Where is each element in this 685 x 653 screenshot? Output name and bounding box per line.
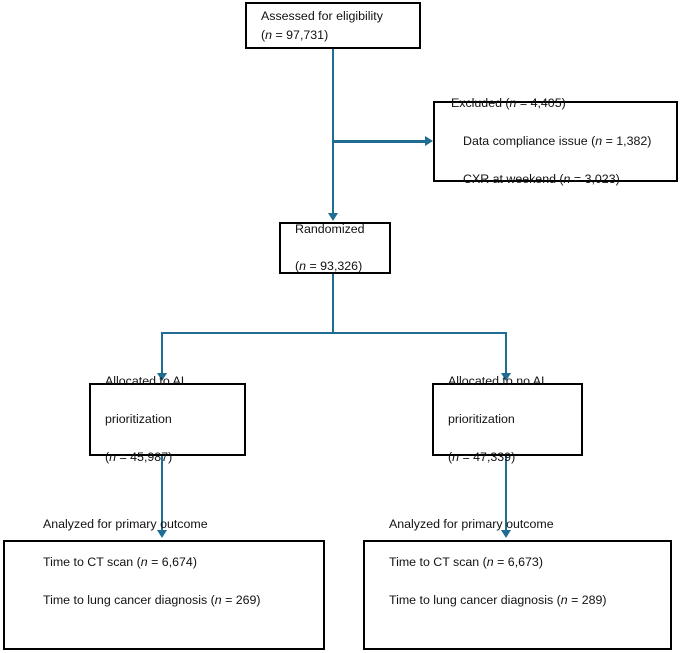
- outcome-ai-dx-label: Time to lung cancer diagnosis (: [43, 592, 215, 607]
- outcome-no-ai-dx-count: = 289): [567, 592, 607, 607]
- outcome-ai-dx-count: = 269): [221, 592, 261, 607]
- randomized-line-1: Randomized: [295, 221, 365, 236]
- allocated-no-ai-n-symbol: n: [452, 449, 460, 464]
- assessed-n-symbol: n: [265, 27, 273, 42]
- connector-assessed-to-randomized: [331, 49, 335, 214]
- outcome-ai-ct-n-symbol: n: [140, 554, 148, 569]
- node-randomized-text: Randomized (n = 93,326): [295, 201, 365, 295]
- arrowhead-to-allocated-ai: [156, 373, 167, 381]
- excluded-total-count: = 4,405): [516, 96, 566, 111]
- node-outcome-ai-text: Analyzed for primary outcome Time to CT …: [43, 496, 261, 653]
- allocated-no-ai-line-3: (n = 47,339): [448, 448, 544, 467]
- connector-split-to-allocated-ai: [160, 331, 164, 375]
- randomized-paren-open: (: [295, 259, 300, 274]
- allocated-no-ai-paren-open: (: [448, 449, 453, 464]
- outcome-no-ai-ct-count: = 6,673): [493, 554, 543, 569]
- outcome-ai-spacer: [43, 628, 261, 637]
- excluded-data-compliance-count: = 1,382): [602, 134, 652, 149]
- outcome-ai-line-ct: Time to CT scan (n = 6,674): [43, 553, 261, 572]
- node-allocated-to-ai-prioritization: Allocated to AI prioritization (n = 45,9…: [89, 374, 246, 464]
- excluded-n-symbol: n: [509, 96, 517, 111]
- node-excluded-text: Excluded (n = 4,405) Data compliance iss…: [451, 76, 651, 208]
- node-randomized: Randomized (n = 93,326): [279, 222, 391, 274]
- randomized-count: = 93,326): [306, 259, 363, 274]
- node-allocated-ai-text: Allocated to AI prioritization (n = 45,9…: [105, 354, 184, 486]
- excluded-cxr-weekend-count: = 3,023): [570, 171, 620, 186]
- arrowhead-to-excluded: [424, 136, 433, 147]
- connector-randomized-to-split: [331, 274, 335, 333]
- assessed-line-2: (n = 97,731): [261, 26, 383, 45]
- node-allocated-to-no-ai-prioritization: Allocated to no AI prioritization (n = 4…: [432, 374, 583, 464]
- allocated-no-ai-line-1: Allocated to no AI: [448, 374, 545, 389]
- node-excluded: Excluded (n = 4,405) Data compliance iss…: [433, 96, 678, 186]
- excluded-data-compliance-n-symbol: n: [595, 134, 603, 149]
- randomized-n-symbol: n: [299, 259, 307, 274]
- connector-allocation-split-bar: [160, 331, 507, 335]
- node-allocated-no-ai-text: Allocated to no AI prioritization (n = 4…: [448, 354, 544, 486]
- excluded-cxr-weekend-n-symbol: n: [563, 171, 571, 186]
- outcome-no-ai-line-1: Analyzed for primary outcome: [389, 517, 554, 532]
- connector-allocated-ai-to-outcome: [160, 456, 164, 531]
- allocated-no-ai-line-2: prioritization: [448, 412, 515, 427]
- connector-split-to-allocated-no-ai: [504, 331, 508, 375]
- outcome-no-ai-dx-label: Time to lung cancer diagnosis (: [389, 592, 561, 607]
- assessed-line-1: Assessed for eligibility: [261, 8, 383, 23]
- outcome-ai-ct-label: Time to CT scan (: [43, 554, 141, 569]
- excluded-label: Excluded (: [451, 96, 510, 111]
- outcome-no-ai-ct-n-symbol: n: [486, 554, 494, 569]
- allocated-no-ai-count: = 47,339): [459, 449, 516, 464]
- arrowhead-to-randomized: [327, 213, 338, 221]
- outcome-no-ai-line-dx: Time to lung cancer diagnosis (n = 289): [389, 591, 607, 610]
- assessed-paren-open: (: [261, 27, 266, 42]
- allocated-ai-line-1: Allocated to AI: [105, 374, 185, 389]
- connector-to-excluded: [331, 140, 425, 143]
- node-outcome-no-ai-text: Analyzed for primary outcome Time to CT …: [389, 496, 607, 653]
- outcome-no-ai-dx-n-symbol: n: [560, 592, 568, 607]
- excluded-line-total: Excluded (n = 4,405): [451, 94, 651, 113]
- allocated-ai-paren-open: (: [105, 449, 110, 464]
- allocated-ai-line-3: (n = 45,987): [105, 448, 184, 467]
- allocated-ai-count: = 45,987): [116, 449, 173, 464]
- outcome-ai-line-1: Analyzed for primary outcome: [43, 517, 208, 532]
- arrowhead-to-allocated-no-ai: [500, 373, 511, 381]
- outcome-no-ai-spacer: [389, 628, 607, 637]
- node-outcome-no-ai-arm: Analyzed for primary outcome Time to CT …: [363, 517, 672, 650]
- node-outcome-ai-arm: Analyzed for primary outcome Time to CT …: [3, 517, 325, 650]
- node-assessed-text: Assessed for eligibility (n = 97,731): [261, 7, 383, 45]
- node-assessed-for-eligibility: Assessed for eligibility (n = 97,731): [245, 2, 421, 49]
- assessed-count: = 97,731): [272, 27, 329, 42]
- excluded-data-compliance-label: Data compliance issue (: [463, 134, 596, 149]
- arrowhead-to-outcome-no-ai: [500, 530, 511, 538]
- excluded-cxr-weekend-label: CXR at weekend (: [463, 171, 564, 186]
- allocated-ai-n-symbol: n: [109, 449, 117, 464]
- outcome-no-ai-line-ct: Time to CT scan (n = 6,673): [389, 553, 607, 572]
- outcome-ai-dx-n-symbol: n: [214, 592, 222, 607]
- outcome-no-ai-ct-label: Time to CT scan (: [389, 554, 487, 569]
- excluded-line-data-compliance: Data compliance issue (n = 1,382): [451, 132, 651, 151]
- connector-allocated-no-ai-to-outcome: [504, 456, 508, 531]
- randomized-line-2: (n = 93,326): [295, 257, 365, 276]
- arrowhead-to-outcome-ai: [156, 530, 167, 538]
- allocated-ai-line-2: prioritization: [105, 412, 172, 427]
- excluded-line-cxr-weekend: CXR at weekend (n = 3,023): [451, 170, 651, 189]
- outcome-ai-ct-count: = 6,674): [147, 554, 197, 569]
- outcome-ai-line-dx: Time to lung cancer diagnosis (n = 269): [43, 591, 261, 610]
